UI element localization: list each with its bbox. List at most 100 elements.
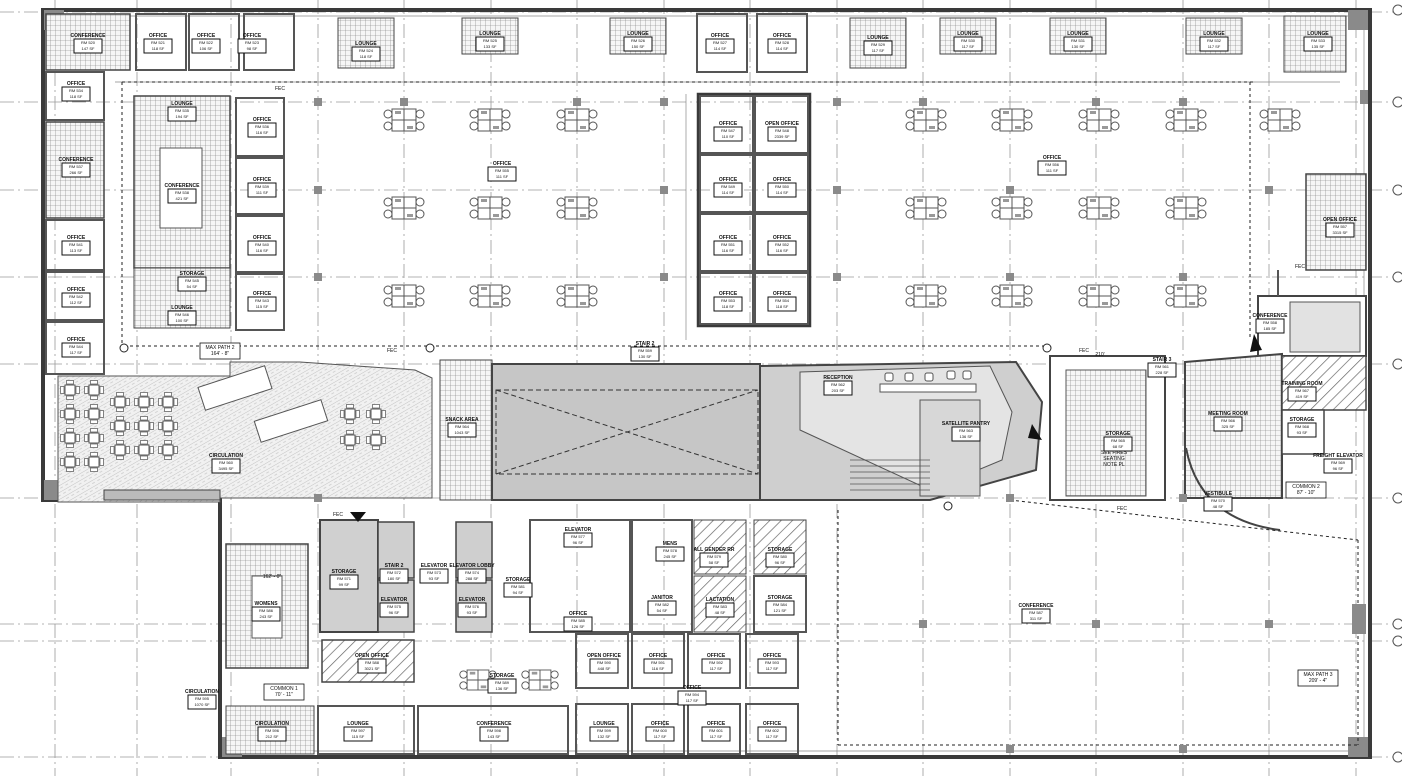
- room-area: 117 SF: [686, 698, 699, 703]
- room-area: 96 SF: [1333, 466, 1344, 471]
- room-tag-box: [167, 106, 197, 122]
- room-name: OFFICE: [763, 721, 782, 727]
- annotation-text: FEC: [333, 512, 343, 518]
- room-number: RM 549: [721, 184, 736, 189]
- room-name: OPEN OFFICE: [355, 653, 390, 659]
- annotation-text: 209' - 4": [1309, 678, 1328, 684]
- room-number: RM 526: [631, 38, 646, 43]
- room-tag-box: [1063, 36, 1093, 52]
- room-area: 130 SF: [1072, 44, 1085, 49]
- annotation-dim-top: 210': [1095, 352, 1104, 358]
- room-tag-box: [757, 726, 787, 742]
- room-number: RM 545: [185, 278, 200, 283]
- room-number: RM 546: [175, 312, 190, 317]
- room-name: OFFICE: [493, 161, 512, 167]
- room-number: RM 531: [1071, 38, 1086, 43]
- room-name: OFFICE: [253, 291, 272, 297]
- room-name: LOUNGE: [593, 721, 615, 727]
- room-tag-box: [1287, 386, 1317, 402]
- room-tag-box: [1103, 436, 1133, 452]
- room-tag-box: [475, 36, 505, 52]
- snack-area-seating: [60, 365, 386, 501]
- room-number: RM 586: [259, 608, 274, 613]
- room-tag-box: [251, 606, 281, 622]
- room-number: RM 562: [831, 382, 846, 387]
- room-name: OFFICE: [253, 177, 272, 183]
- room-area: 115 SF: [256, 304, 269, 309]
- room-name: STORAGE: [332, 569, 357, 575]
- room-name: STORAGE: [490, 673, 515, 679]
- room-area: 93 SF: [1297, 430, 1308, 435]
- room-number: RM 567: [1295, 388, 1310, 393]
- room-tag-box: [765, 552, 795, 568]
- room-number: RM 580: [773, 554, 788, 559]
- room-name: JANITOR: [651, 595, 673, 601]
- room-area: 118 SF: [152, 46, 165, 51]
- room-number: RM 521: [151, 40, 166, 45]
- room-area: 54 SF: [187, 284, 198, 289]
- room-tag-box: [713, 240, 743, 256]
- room-name: OFFICE: [711, 33, 730, 39]
- room-tag-box: [351, 46, 381, 62]
- room-area: 117 SF: [872, 48, 885, 53]
- exit-arrow-icon: [350, 512, 366, 522]
- room-tag-box: [479, 726, 509, 742]
- room-number: RM 585: [571, 618, 586, 623]
- room-number: RM 575: [387, 604, 402, 609]
- room-area: 288 SF: [466, 576, 479, 581]
- room-tag-box: [73, 38, 103, 54]
- room-number: RM 525: [483, 38, 498, 43]
- room-tag-box: [863, 40, 893, 56]
- annotation-text: MAX PATH 3: [1304, 672, 1333, 678]
- room-tag-box: [357, 658, 387, 674]
- room-area: 419 SF: [1296, 394, 1309, 399]
- room-name: LOUNGE: [479, 31, 501, 37]
- room-area: 100 SF: [176, 318, 189, 323]
- room-area: 132 SF: [598, 734, 611, 739]
- room-area: 96 SF: [775, 560, 786, 565]
- room-tag-box: [191, 38, 221, 54]
- annotation-fec-2: FEC: [387, 348, 397, 354]
- room-tag-box: [589, 658, 619, 674]
- room-name: WOMENS: [254, 601, 278, 607]
- room-tag-box: [61, 342, 91, 358]
- room-tag-box: [379, 602, 409, 618]
- room-area: 448 SF: [598, 666, 611, 671]
- room-name: LOUNGE: [1307, 31, 1329, 37]
- fec-icon: [943, 501, 953, 511]
- room-name: LOUNGE: [347, 721, 369, 727]
- room-number: RM 553: [721, 298, 736, 303]
- central-office-block: [685, 92, 812, 340]
- room-name: STAIR 2: [385, 563, 404, 569]
- room-area: 117 SF: [710, 666, 723, 671]
- room-tag-box: [701, 658, 731, 674]
- room-number: RM 573: [427, 570, 442, 575]
- room-tag-box: [457, 568, 487, 584]
- room-number: RM 530: [961, 38, 976, 43]
- room-tag-box: [767, 240, 797, 256]
- room-name: OFFICE: [197, 33, 216, 39]
- room-tag-box: [1213, 416, 1243, 432]
- annotation-fec-3: FEC: [333, 512, 343, 518]
- room-area: 135 SF: [1312, 44, 1325, 49]
- annotation-fec-4: FEC: [1295, 264, 1305, 270]
- room-number: RM 592: [709, 660, 724, 665]
- room-area: 3021 SF: [364, 666, 380, 671]
